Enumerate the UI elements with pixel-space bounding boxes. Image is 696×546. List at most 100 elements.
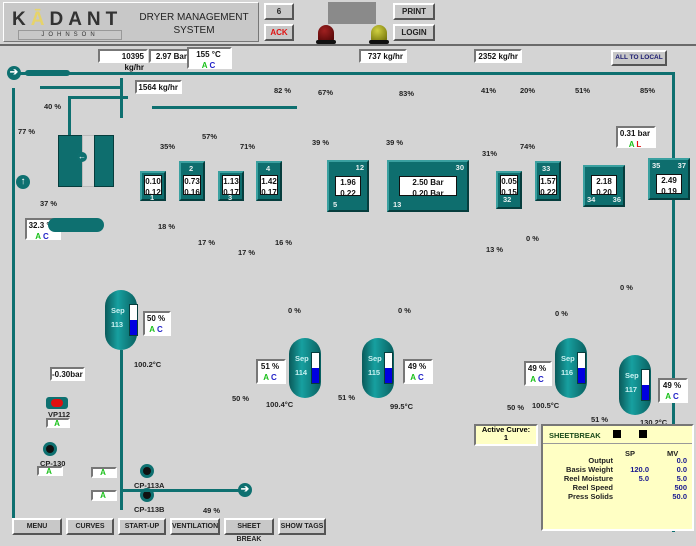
sep-115-temp: 99.5°C <box>390 402 414 411</box>
vacuum-pump-icon[interactable] <box>46 397 68 409</box>
all-to-local-button[interactable]: ALL TO LOCAL <box>611 50 667 66</box>
pump-cp130-icon[interactable] <box>43 442 57 456</box>
valve-37-label: 37 % <box>40 199 58 208</box>
nav-curves-button[interactable]: CURVES <box>66 518 114 535</box>
heat-exchanger-right <box>94 135 114 187</box>
valve-0e-label: 0 % <box>620 283 633 292</box>
separator-113[interactable]: Sep 113 <box>105 290 138 350</box>
valve-41-label: 41% <box>481 86 497 95</box>
sheetbreak-indicator-2 <box>639 430 647 438</box>
sheetbreak-sp-1: 120.0 <box>630 465 649 474</box>
inlet-arrow-icon: ➔ <box>7 66 21 80</box>
sheetbreak-label-2: Reel Moisture <box>563 474 613 483</box>
sheetbreak-mv-0: 0.0 <box>676 456 687 465</box>
print-button[interactable]: PRINT <box>393 3 435 20</box>
flow-2352-readout: 2352 kg/hr <box>474 49 522 63</box>
cp130-label: CP-130 <box>40 459 66 468</box>
valve-16-label: 16 % <box>275 238 293 247</box>
sep-115-level: 49 % A C <box>403 359 433 384</box>
nav-start-up-button[interactable]: START-UP <box>118 518 166 535</box>
outlet-arrow-icon: ➔ <box>238 483 252 497</box>
ack-button[interactable]: ACK <box>264 24 294 41</box>
valve-17a-label: 17 % <box>198 238 216 247</box>
login-button[interactable]: LOGIN <box>393 24 435 41</box>
valve-17b-label: 17 % <box>238 248 256 257</box>
nav-sheet-break-button[interactable]: SHEET BREAK <box>224 518 274 543</box>
level-gauge-116 <box>577 352 586 384</box>
valve-51-label: 51% <box>575 86 591 95</box>
sheetbreak-indicator-1 <box>613 430 621 438</box>
valve-0a-label: 0 % <box>526 234 539 243</box>
lamp-base <box>316 40 336 44</box>
steam-header-pipe <box>16 72 672 75</box>
pump-cp113a-icon[interactable] <box>140 464 154 478</box>
desuperheater <box>25 70 70 76</box>
valve-67-label: 67% <box>318 88 334 97</box>
sheetbreak-label-0: Output <box>588 456 613 465</box>
sep-116-temp: 100.5°C <box>532 401 560 410</box>
alarm-count-button[interactable]: 6 <box>264 3 294 20</box>
sep-117-temp: 130.2°C <box>640 418 668 427</box>
sheetbreak-sp-2: 5.0 <box>638 474 649 483</box>
sep-116-level: 49 % A C <box>524 361 552 386</box>
pipe-left <box>12 88 15 528</box>
valve-35-label: 35% <box>160 142 176 151</box>
level-gauge-114 <box>311 352 320 384</box>
sheetbreak-title: SHEETBREAK <box>549 431 601 440</box>
vacuum-readout: -0.30bar <box>50 367 85 381</box>
flow-737-readout: 737 kg/hr <box>359 49 407 63</box>
sheetbreak-mv-4: 50.0 <box>672 492 687 501</box>
separator-116[interactable]: Sep 116 <box>555 338 587 398</box>
cp130-status: A <box>37 466 63 476</box>
valve-85-label: 85% <box>640 86 656 95</box>
pipe <box>68 96 71 136</box>
nav-show-tags-button[interactable]: SHOW TAGS <box>278 518 326 535</box>
sheetbreak-mv-2: 5.0 <box>676 474 687 483</box>
valve-31-label: 31% <box>482 149 498 158</box>
cp113a-status: A <box>91 467 117 478</box>
valve-0c-label: 0 % <box>398 306 411 315</box>
sep-117-level: 49 % A C <box>658 378 688 403</box>
lamp-base <box>369 40 389 44</box>
cp113b-status: A <box>91 490 117 501</box>
logo-subtitle: JOHNSON <box>18 30 122 40</box>
pipe-right <box>672 72 675 532</box>
valve-50b-label: 50 % <box>507 403 525 412</box>
vp112-label: VP112 <box>48 410 71 419</box>
valve-39b-label: 39 % <box>386 138 404 147</box>
valve-51c-label: 51 % <box>591 415 609 424</box>
pipe <box>120 350 123 510</box>
pipe <box>152 106 297 109</box>
valve-20-label: 20% <box>520 86 536 95</box>
mv-header: MV <box>667 449 679 458</box>
branch-pipe <box>40 86 122 89</box>
sep-114-level: 51 % A C <box>256 359 286 384</box>
separator-117[interactable]: Sep 117 <box>619 355 651 415</box>
sheetbreak-mv-1: 0.0 <box>676 465 687 474</box>
divider <box>543 443 692 444</box>
nav-ventilation-button[interactable]: VENTILATION <box>170 518 220 535</box>
valve-0b-label: 0 % <box>288 306 301 315</box>
nav-menu-button[interactable]: MENU <box>12 518 62 535</box>
main-pressure-readout: 2.97 Bar <box>149 49 191 63</box>
level-gauge-113 <box>129 304 138 336</box>
valve-57-label: 57% <box>202 132 218 141</box>
separator-115[interactable]: Sep 115 <box>362 338 394 398</box>
sheetbreak-label-1: Basis Weight <box>566 465 613 474</box>
separator-114[interactable]: Sep 114 <box>289 338 321 398</box>
sheetbreak-label-3: Reel Speed <box>572 483 613 492</box>
status-display <box>328 2 376 24</box>
valve-83-label: 83% <box>399 89 415 98</box>
